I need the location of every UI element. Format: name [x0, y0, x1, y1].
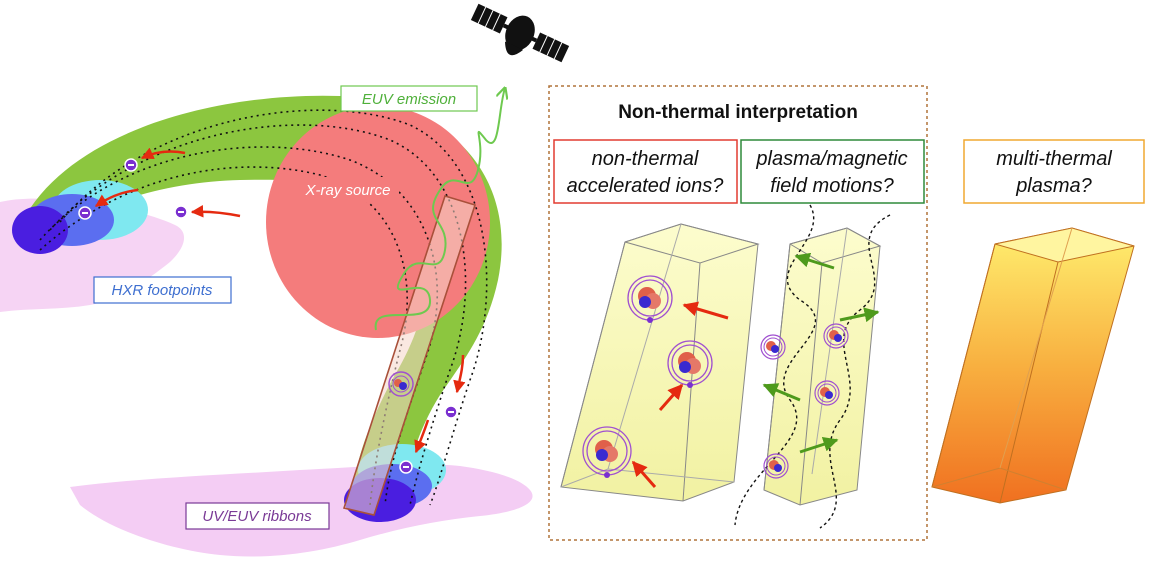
field-motions-box: plasma/magnetic field motions?	[740, 139, 925, 204]
motion-prism	[763, 227, 882, 506]
svg-text:field motions?: field motions?	[770, 175, 894, 197]
satellite-icon	[470, 3, 570, 63]
svg-text:X-ray source: X-ray source	[304, 182, 390, 199]
euv-emission-wave	[374, 88, 505, 331]
svg-text:non-thermal: non-thermal	[592, 148, 699, 170]
accelerated-ions-box: non-thermal accelerated ions?	[553, 139, 738, 204]
svg-text:multi-thermal: multi-thermal	[996, 148, 1112, 170]
motion-field-lines	[734, 204, 891, 529]
svg-text:HXR footpoints: HXR footpoints	[112, 282, 213, 299]
multi-thermal-box: multi-thermal plasma?	[963, 139, 1145, 204]
svg-text:UV/EUV ribbons: UV/EUV ribbons	[202, 508, 312, 525]
electron-flow-arrows	[94, 147, 466, 454]
electron-icon	[78, 158, 458, 474]
field-lines	[39, 109, 488, 506]
uv-euv-ribbons-label: UV/EUV ribbons	[185, 502, 330, 530]
motion-arrows	[762, 252, 880, 454]
svg-text:accelerated ions?: accelerated ions?	[567, 175, 725, 197]
multi-thermal-prism	[931, 227, 1135, 504]
xray-source-label: X-ray source	[297, 177, 399, 202]
ion-icon	[760, 323, 849, 479]
panel-title: Non-thermal interpretation	[618, 102, 858, 123]
euv-emission-label: EUV emission	[340, 85, 478, 112]
svg-text:plasma?: plasma?	[1015, 175, 1092, 197]
ion-arrows	[631, 301, 729, 488]
loop-slice	[342, 195, 477, 516]
svg-text:plasma/magnetic: plasma/magnetic	[755, 148, 907, 170]
ion-icon	[582, 275, 713, 478]
ion-icon	[388, 371, 414, 397]
hxr-footpoints-label: HXR footpoints	[93, 276, 232, 304]
upper-footpoint	[12, 180, 148, 254]
svg-text:EUV emission: EUV emission	[362, 91, 456, 108]
